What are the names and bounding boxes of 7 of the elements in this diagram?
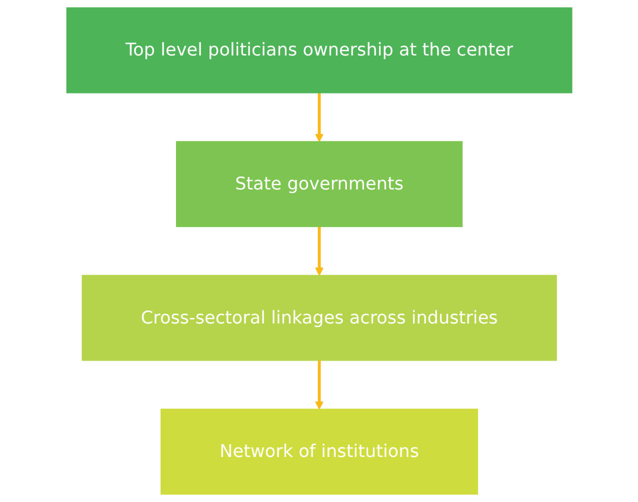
node-box: Cross-sectoral linkages across industries xyxy=(81,274,557,361)
arrow xyxy=(314,360,324,410)
node-box: State governments xyxy=(176,141,462,228)
node-box: Network of institutions xyxy=(160,408,478,495)
arrow xyxy=(314,92,324,142)
node-box: Top level politicians ownership at the center xyxy=(66,7,572,94)
arrow xyxy=(314,226,324,276)
